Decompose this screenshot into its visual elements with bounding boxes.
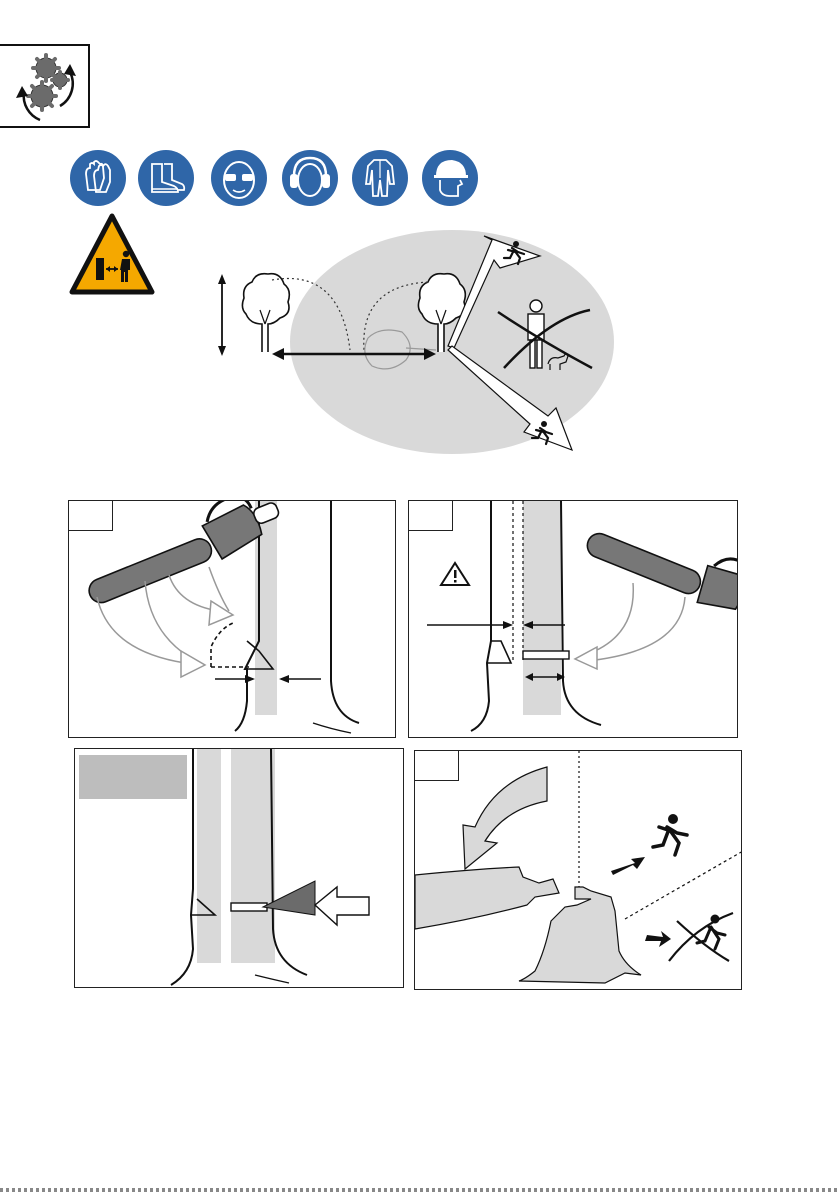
notch-cut-diagram [69, 501, 396, 738]
helmet-icon [422, 150, 478, 206]
wedge-diagram [75, 749, 404, 988]
no-standing-behind-icon [669, 913, 733, 961]
section-icon-box [0, 44, 90, 128]
safety-boots-icon [138, 150, 194, 206]
push-arrow-icon [315, 887, 369, 925]
ear-protection-icon [282, 150, 338, 206]
panel-felling-cut [408, 500, 738, 738]
ppe-icon-row [70, 150, 470, 206]
chainsaw-icon [582, 506, 738, 617]
panel-notch-cut [68, 500, 396, 738]
felling-zone-diagram [200, 228, 640, 464]
gears-rotation-icon [0, 46, 88, 126]
coverall-icon [352, 150, 408, 206]
reference-tree [242, 274, 289, 352]
keep-distance-warning-icon [68, 212, 156, 296]
felling-cut-diagram [409, 501, 738, 738]
page-bottom-rule [0, 1188, 840, 1192]
panel-wedge [74, 748, 404, 988]
eye-protection-icon [211, 150, 267, 206]
gloves-icon [70, 150, 126, 206]
running-person-icon [653, 814, 687, 855]
panel-escape [414, 750, 742, 990]
escape-diagram [415, 751, 742, 990]
